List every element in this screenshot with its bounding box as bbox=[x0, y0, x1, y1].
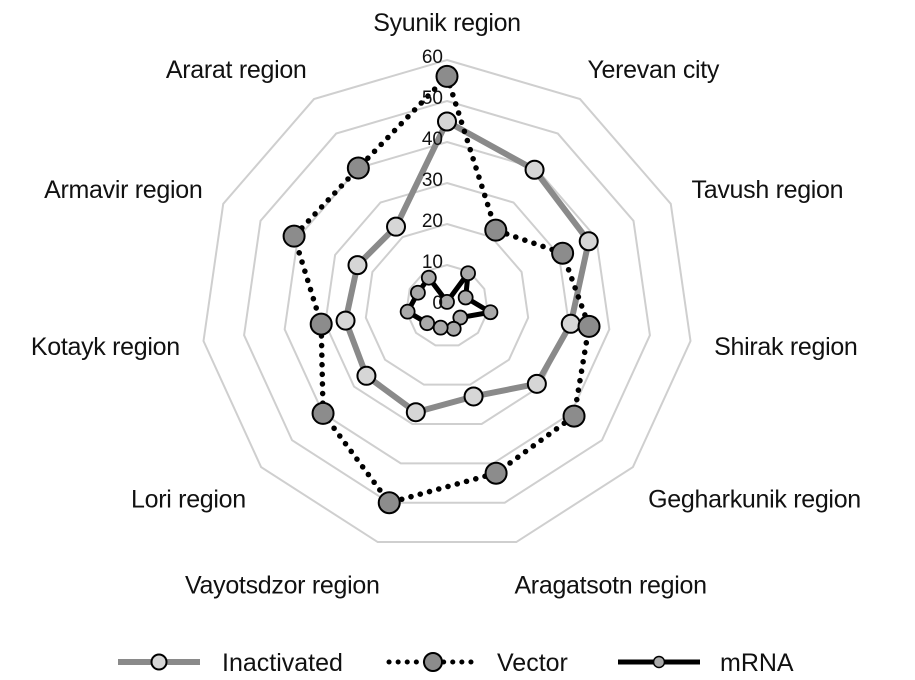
tick-label-10: 10 bbox=[422, 252, 443, 273]
point-inactivated-kotayk-region bbox=[335, 310, 356, 331]
point-inactivated-yerevan-city bbox=[524, 159, 545, 180]
tick-label-20: 20 bbox=[422, 211, 443, 232]
legend: Inactivated Vector mRNA bbox=[118, 649, 794, 677]
point-inactivated-tavush-region bbox=[578, 231, 599, 252]
point-vector-lori-region bbox=[311, 401, 335, 425]
point-mrna-kotayk-region bbox=[399, 303, 416, 320]
point-vector-kotayk-region bbox=[309, 312, 333, 336]
point-inactivated-gegharkunik-region bbox=[526, 373, 547, 394]
point-vector-shirak-region bbox=[577, 314, 601, 338]
grid-ring-10 bbox=[405, 263, 489, 347]
point-mrna-ararat-region bbox=[420, 269, 437, 286]
tick-label-0: 0 bbox=[432, 293, 443, 314]
point-vector-tavush-region bbox=[551, 241, 575, 265]
category-label-tavush-region: Tavush region bbox=[692, 176, 844, 204]
category-label-ararat-region: Ararat region bbox=[166, 56, 307, 84]
grid-ring-30 bbox=[324, 181, 570, 426]
legend-label-inactivated: Inactivated bbox=[222, 649, 343, 677]
grid-ring-50 bbox=[243, 99, 651, 504]
legend-label-vector: Vector bbox=[497, 649, 568, 677]
point-inactivated-vayotsdzor-region bbox=[405, 402, 426, 423]
point-mrna-lori-region bbox=[419, 315, 436, 332]
point-vector-ararat-region bbox=[346, 156, 370, 180]
series-line-vector bbox=[291, 73, 592, 506]
category-label-syunik-region: Syunik region bbox=[373, 9, 521, 37]
point-vector-gegharkunik-region bbox=[562, 404, 586, 428]
category-label-armavir-region: Armavir region bbox=[44, 176, 202, 204]
legend-label-mrna: mRNA bbox=[720, 649, 794, 677]
point-mrna-yerevan-city bbox=[460, 265, 476, 282]
point-inactivated-armavir-region bbox=[347, 255, 368, 276]
point-inactivated-lori-region bbox=[356, 365, 377, 386]
grid-ring-40 bbox=[283, 140, 611, 465]
series-vector bbox=[282, 64, 601, 515]
radar-series bbox=[282, 64, 601, 515]
category-label-lori-region: Lori region bbox=[131, 486, 246, 514]
point-inactivated-aragatsotn-region bbox=[463, 386, 484, 407]
legend-item-vector: Vector bbox=[386, 649, 568, 677]
category-label-vayotsdzor-region: Vayotsdzor region bbox=[185, 572, 380, 600]
radar-grid bbox=[202, 58, 692, 544]
point-vector-aragatsotn-region bbox=[484, 461, 508, 485]
point-mrna-tavush-region bbox=[457, 289, 474, 306]
category-label-gegharkunik-region: Gegharkunik region bbox=[648, 486, 861, 514]
series-mrna bbox=[399, 265, 499, 337]
tick-label-30: 30 bbox=[422, 170, 443, 191]
point-vector-vayotsdzor-region bbox=[377, 491, 401, 515]
legend-marker-vector bbox=[423, 652, 443, 672]
legend-item-inactivated: Inactivated bbox=[118, 649, 343, 677]
point-mrna-armavir-region bbox=[410, 284, 426, 301]
series-inactivated bbox=[335, 111, 599, 423]
tick-label-40: 40 bbox=[422, 129, 443, 150]
legend-marker-mrna bbox=[652, 655, 666, 669]
point-vector-armavir-region bbox=[282, 224, 306, 248]
point-inactivated-shirak-region bbox=[560, 313, 581, 334]
point-inactivated-syunik-region bbox=[437, 111, 457, 132]
point-mrna-shirak-region bbox=[482, 304, 499, 321]
tick-label-50: 50 bbox=[422, 88, 443, 109]
tick-label-60: 60 bbox=[422, 47, 443, 68]
category-label-yerevan-city: Yerevan city bbox=[587, 56, 719, 84]
point-mrna-vayotsdzor-region bbox=[432, 319, 449, 336]
category-label-shirak-region: Shirak region bbox=[714, 333, 857, 361]
point-inactivated-ararat-region bbox=[386, 216, 407, 237]
grid-ring-60 bbox=[202, 58, 692, 544]
point-vector-syunik-region bbox=[435, 64, 459, 88]
legend-item-mrna: mRNA bbox=[618, 649, 794, 677]
legend-marker-inactivated bbox=[150, 653, 168, 671]
radial-tick-labels: 0 10 20 30 40 50 60 bbox=[422, 47, 443, 314]
point-mrna-syunik-region bbox=[439, 293, 455, 310]
category-label-kotayk-region: Kotayk region bbox=[31, 333, 180, 361]
category-label-aragatsotn-region: Aragatsotn region bbox=[514, 572, 706, 600]
point-vector-yerevan-city bbox=[484, 218, 508, 242]
grid-ring-20 bbox=[364, 222, 530, 386]
point-mrna-aragatsotn-region bbox=[445, 320, 462, 337]
